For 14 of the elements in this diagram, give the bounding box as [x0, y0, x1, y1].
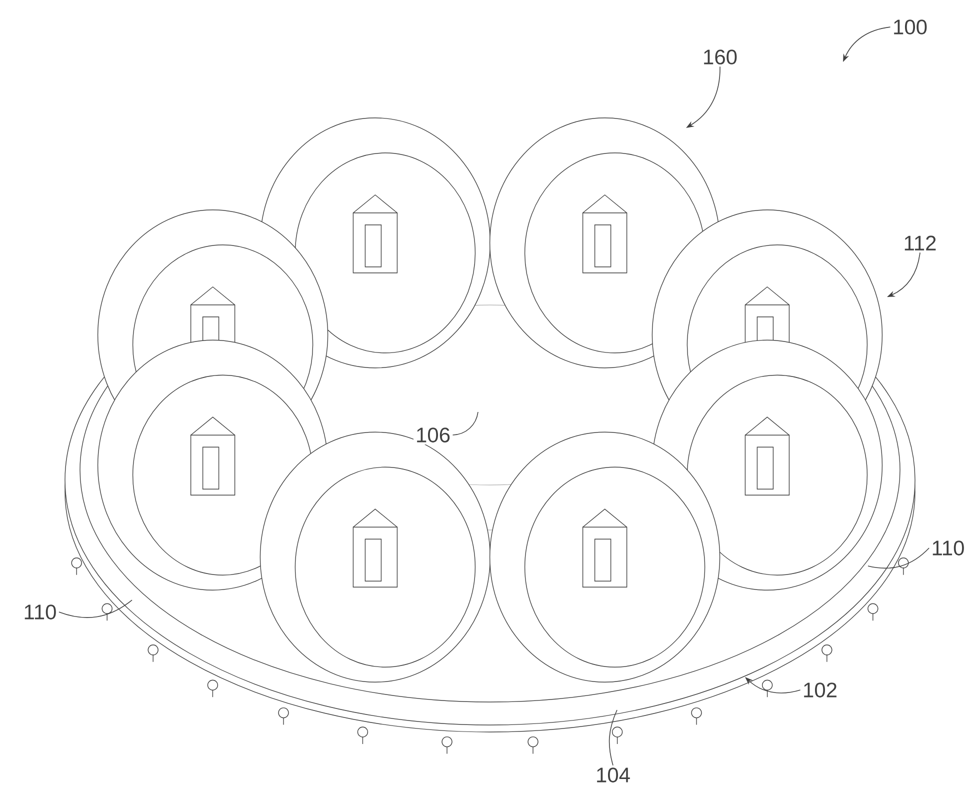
reference-numeral: 104	[594, 766, 633, 784]
reference-numeral: 112	[901, 234, 939, 252]
reference-numeral: 100	[890, 18, 930, 36]
leader-line	[58, 600, 132, 618]
leader-line	[745, 677, 801, 694]
reference-numeral: 110	[21, 602, 59, 622]
leader-line	[608, 710, 618, 766]
leader-line	[452, 412, 478, 436]
node-label: 106	[417, 428, 450, 442]
reference-numeral: 106	[413, 426, 453, 444]
leader-line	[868, 548, 930, 569]
reference-numeral: 160	[700, 48, 740, 66]
reference-numeral: 110	[929, 538, 967, 558]
reference-numeral: 102	[800, 680, 840, 700]
